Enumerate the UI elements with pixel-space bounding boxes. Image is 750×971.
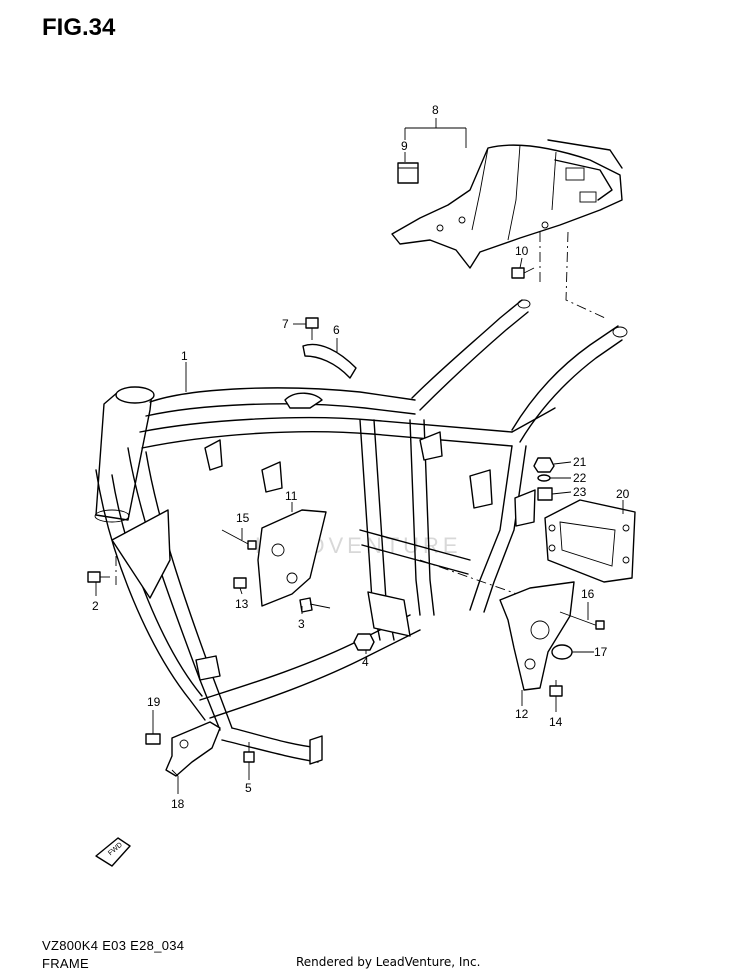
bolt-10[interactable] [511, 267, 535, 279]
callout-18: 18 [171, 797, 185, 811]
cushion-23[interactable] [537, 487, 553, 501]
lower-bracket[interactable] [165, 721, 221, 777]
callout-6: 6 [333, 323, 340, 337]
seat-clip[interactable] [302, 343, 357, 379]
left-engine-bracket[interactable] [257, 509, 327, 607]
washer-22[interactable] [537, 474, 551, 482]
callout-2: 2 [92, 599, 99, 613]
bolt-19[interactable] [145, 733, 161, 745]
bolt-3[interactable] [299, 597, 331, 613]
callout-7: 7 [282, 317, 289, 331]
rubber-pad[interactable] [397, 162, 419, 184]
bolt-13[interactable] [233, 577, 247, 589]
callout-11: 11 [285, 489, 298, 503]
callout-5: 5 [245, 781, 252, 795]
right-engine-bracket[interactable] [499, 581, 575, 691]
mount-plate[interactable] [544, 499, 636, 583]
callout-17: 17 [594, 645, 608, 659]
callout-16: 16 [581, 587, 595, 601]
callout-15: 15 [236, 511, 250, 525]
bolt-5[interactable] [243, 742, 255, 763]
bolt-7[interactable] [305, 317, 319, 340]
callout-21: 21 [573, 455, 587, 469]
callout-19: 19 [147, 695, 161, 709]
bolt-2[interactable] [87, 571, 110, 583]
figure-title: FIG.34 [42, 14, 116, 41]
bolt-15[interactable] [221, 529, 257, 550]
callout-1: 1 [181, 349, 188, 363]
callout-10: 10 [515, 244, 529, 258]
callout-22: 22 [573, 471, 587, 485]
nut-4[interactable] [353, 633, 375, 651]
render-credit: Rendered by LeadVenture, Inc. [296, 955, 481, 969]
callout-20: 20 [616, 487, 630, 501]
fwd-arrow-icon: FWD [95, 837, 131, 867]
callout-12: 12 [515, 707, 529, 721]
callout-4: 4 [362, 655, 369, 669]
callout-8: 8 [432, 103, 439, 117]
callout-3: 3 [298, 617, 305, 631]
callout-23: 23 [573, 485, 587, 499]
cushion-17[interactable] [551, 644, 573, 660]
model-code: VZ800K4 E03 E28_034 [42, 938, 185, 953]
section-name: FRAME [42, 956, 89, 971]
callout-14: 14 [549, 715, 563, 729]
main-frame[interactable] [94, 299, 628, 765]
callout-9: 9 [401, 139, 408, 153]
bolt-14[interactable] [549, 680, 563, 697]
rear-bracket-assembly[interactable] [391, 139, 623, 269]
nut-21[interactable] [533, 457, 555, 473]
callout-13: 13 [235, 597, 249, 611]
bolt-16[interactable] [559, 611, 605, 630]
